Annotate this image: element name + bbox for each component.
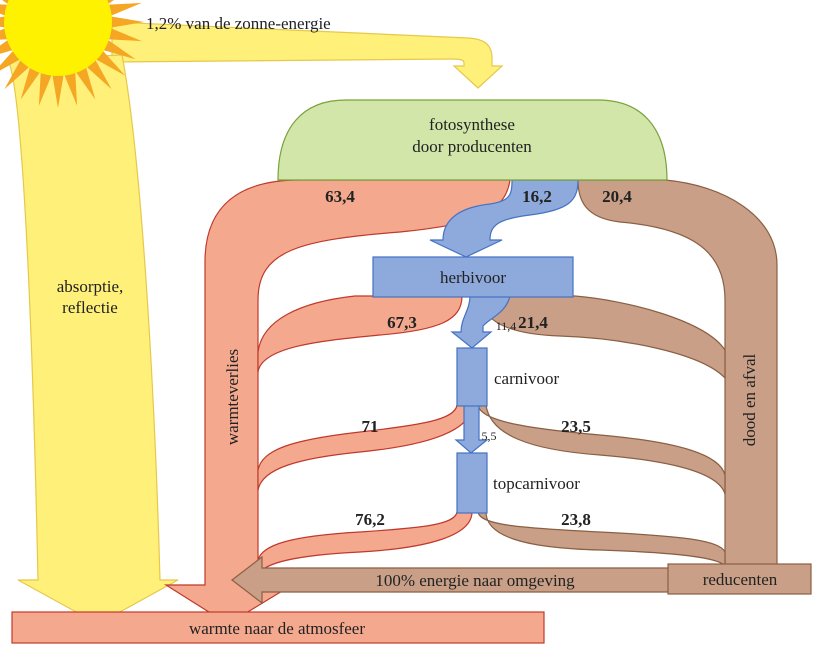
sun-disc <box>4 0 112 76</box>
producenten-label-line1: fotosynthese <box>429 115 515 134</box>
decay-flow-carnivoor <box>477 404 726 495</box>
carnivoor-label: carnivoor <box>494 369 559 388</box>
flow-label-carnivoor-warmte: 71 <box>362 417 379 436</box>
herbivoor-to-carnivoor-arrow <box>450 295 511 349</box>
topcarnivoor-node <box>456 452 488 514</box>
decay-flow-herbivoor <box>479 295 726 380</box>
absorption-reflection-arrow <box>7 54 179 625</box>
reducenten-label: reducenten <box>703 570 778 589</box>
absorption-label-line2: reflectie <box>62 298 118 317</box>
atmosfeer-node <box>11 611 545 644</box>
carnivoor-to-topcarnivoor-arrow <box>454 404 489 454</box>
herbivoor-node <box>372 256 574 298</box>
flow-label-herbivoor-carnivoor: 11,4 <box>496 319 517 333</box>
flow-label-herbivoor-warmte: 67,3 <box>387 313 417 332</box>
dood-en-afval-label: dood en afval <box>740 353 759 446</box>
heat-flow-herbivoor <box>257 295 463 373</box>
flow-label-carnivoor-afval: 23,5 <box>561 417 591 436</box>
environment-energy-arrow <box>231 555 671 605</box>
absorption-label-line1: absorptie, <box>57 277 124 296</box>
herbivoor-label: herbivoor <box>440 268 506 287</box>
reducenten-box <box>667 563 812 595</box>
flow-label-producenten-afval: 20,4 <box>602 187 632 206</box>
sunlight-to-producers-arrow <box>111 21 504 89</box>
heat-flow-carnivoor <box>257 404 473 491</box>
producenten-label-line2: door producenten <box>412 137 532 156</box>
flow-label-topcarnivoor-warmte: 76,2 <box>355 510 385 529</box>
carnivoor-node <box>456 347 488 407</box>
decay-band <box>577 179 778 567</box>
flow-label-herbivoor-afval: 21,4 <box>518 313 548 332</box>
producenten-to-herbivoor-arrow <box>429 179 579 258</box>
sun-energy-label: 1,2% van de zonne-energie <box>146 14 331 33</box>
flow-label-topcarnivoor-afval: 23,8 <box>561 510 591 529</box>
flow-label-producenten-warmte: 63,4 <box>325 187 355 206</box>
sun-icon <box>0 0 144 108</box>
warmteverlies-label: warmteverlies <box>223 349 242 445</box>
environment-energy-label: 100% energie naar omgeving <box>375 571 575 590</box>
topcarnivoor-label: topcarnivoor <box>493 474 580 493</box>
atmosfeer-label: warmte naar de atmosfeer <box>189 619 365 638</box>
producenten-node <box>277 99 668 181</box>
flow-label-carnivoor-topcarnivoor: 5,5 <box>482 429 497 443</box>
flow-label-producenten-herbivoor: 16,2 <box>522 187 552 206</box>
decay-flow-topcarnivoor <box>477 511 726 568</box>
